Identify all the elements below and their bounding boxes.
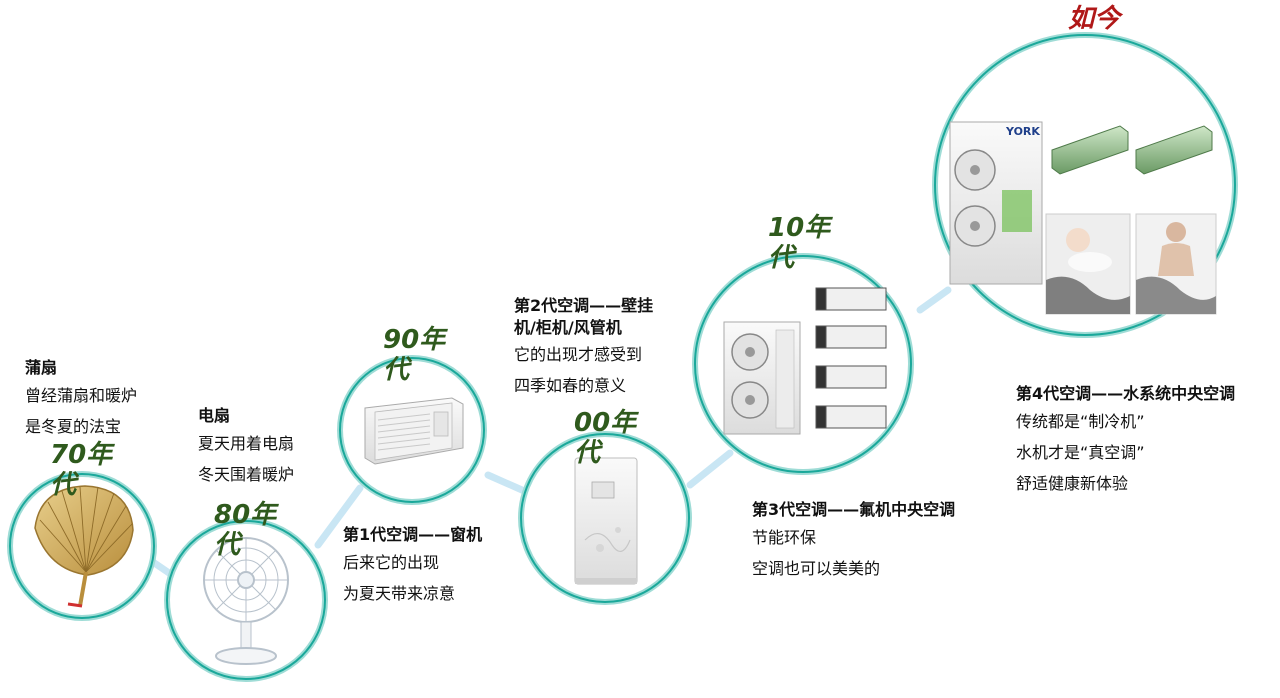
now-label: 如今 [1068, 4, 1121, 34]
era-70s-text: 蒲扇 曾经蒲扇和暖炉 是冬夏的法宝 [25, 356, 137, 442]
era-label-80s: 80年代 [214, 500, 277, 560]
era-label-00s: 00年代 [574, 408, 637, 468]
era-00s-title-line-1: 第2代空调——壁挂 [514, 296, 654, 315]
era-10s-circle [692, 253, 914, 475]
baby-photo-image [1045, 213, 1131, 315]
era-80s-line-1: 夏天用着电扇 [198, 434, 295, 453]
era-00s-line-1: 它的出现才感受到 [514, 345, 643, 364]
window-ac-image [364, 397, 464, 465]
era-label-90s: 90年代 [383, 325, 446, 385]
era-70s-line-1: 曾经蒲扇和暖炉 [25, 386, 138, 405]
era-80s-text: 电扇 夏天用着电扇 冬天围着暖炉 [198, 404, 294, 490]
fan-coil-units-image [1051, 125, 1213, 175]
era-label-70s: 70年代 [50, 440, 113, 500]
era-now-title: 第4代空调——水系统中央空调 [1016, 384, 1236, 403]
vrf-outdoor-unit-image [723, 321, 801, 435]
era-now-line-1: 传统都是“制冷机” [1016, 412, 1145, 431]
era-90s-text: 第1代空调——窗机 后来它的出现 为夏天带来凉意 [343, 523, 482, 609]
era-90s-line-1: 后来它的出现 [343, 553, 440, 572]
era-80s-title: 电扇 [198, 406, 231, 425]
era-now-line-2: 水机才是“真空调” [1016, 443, 1145, 462]
era-now-text: 第4代空调——水系统中央空调 传统都是“制冷机” 水机才是“真空调” 舒适健康新… [1016, 382, 1235, 499]
era-90s-title: 第1代空调——窗机 [343, 525, 483, 544]
woman-back-photo-image [1135, 213, 1217, 315]
era-00s-circle [518, 431, 692, 605]
era-00s-title-line-2: 机/柜机/风管机 [514, 318, 622, 337]
era-90s-line-2: 为夏天带来凉意 [343, 584, 456, 603]
era-now-circle: YORK [932, 32, 1238, 338]
connector-4 [686, 449, 734, 489]
water-chiller-unit-image: YORK [949, 121, 1043, 285]
palm-fan-image [34, 485, 134, 608]
connector-lines [146, 286, 952, 579]
connector-3 [484, 471, 526, 494]
electric-fan-image [203, 537, 289, 665]
era-70s-line-2: 是冬夏的法宝 [25, 417, 122, 436]
york-logo: YORK [1005, 125, 1040, 138]
duct-units-image [815, 287, 887, 429]
connector-2 [314, 484, 364, 549]
era-10s-text: 第3代空调——氟机中央空调 节能环保 空调也可以美美的 [752, 498, 955, 584]
era-90s-circle [337, 355, 487, 505]
era-70s-circle [7, 471, 157, 621]
floor-ac-image [574, 457, 638, 585]
connector-5 [916, 286, 952, 314]
era-10s-line-1: 节能环保 [752, 528, 817, 547]
era-80s-line-2: 冬天围着暖炉 [198, 465, 295, 484]
era-00s-text: 第2代空调——壁挂 机/柜机/风管机 它的出现才感受到 四季如春的意义 [514, 295, 653, 401]
era-label-10s: 10年代 [768, 213, 831, 273]
era-00s-line-2: 四季如春的意义 [514, 376, 627, 395]
era-10s-line-2: 空调也可以美美的 [752, 559, 881, 578]
era-70s-title: 蒲扇 [25, 358, 58, 377]
era-80s-circle [164, 518, 328, 682]
era-now-line-3: 舒适健康新体验 [1016, 474, 1129, 493]
era-10s-title: 第3代空调——氟机中央空调 [752, 500, 956, 519]
